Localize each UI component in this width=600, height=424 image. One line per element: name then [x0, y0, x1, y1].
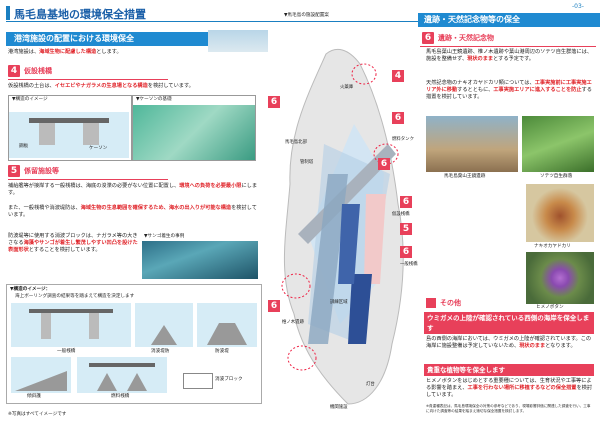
map-label: 馬毛島北部	[285, 140, 307, 145]
section-4-text: 仮設桟橋の土台は、イセエビやナガラメの生息場となる構造を検討しています。	[8, 83, 194, 89]
section-5-para1: 補給艦等が接岸する一般桟橋は、海底の浚渫の必要がない位置に配置し、環境への負荷を…	[8, 183, 258, 196]
section-4-number: 4	[8, 65, 20, 77]
other-title: その他	[440, 299, 461, 307]
section-5-para3: 防波堤等に使用する消波ブロックは、ナガラメ等の大きさなる海藻やサンゴが着生し繁茂…	[8, 233, 138, 253]
coral-photo	[142, 241, 258, 279]
map-label: 仮設桟橋	[392, 212, 410, 217]
map-marker-4: 4	[392, 70, 404, 82]
breakwater-pier-image	[135, 303, 193, 347]
map-label: 火薬庫	[340, 85, 354, 90]
plant-banner: 貴重な植物等を保全します	[424, 364, 594, 376]
map-label: 灯台	[366, 382, 375, 387]
section-4-rule	[8, 79, 168, 80]
map-marker-6-e: 6	[400, 246, 412, 258]
structure-image-1: ▼構造のイメージ 鋼板 ケーソン	[8, 95, 132, 161]
right-banner: 遺跡・天然記念物等の保全	[418, 13, 600, 27]
section-6-title: 遺跡・天然記念物	[438, 34, 494, 42]
wave-block-legend-icon	[183, 373, 213, 389]
title-rule	[6, 21, 594, 22]
harbor-photo	[208, 30, 268, 52]
section-6-number: 6	[422, 32, 434, 44]
island-map	[268, 24, 418, 420]
map-marker-6-c: 6	[378, 158, 390, 170]
slope-image	[11, 357, 71, 393]
other-bullet	[426, 298, 436, 308]
other-section: その他	[426, 296, 486, 310]
melastoma-photo	[526, 252, 594, 304]
ruins-caption: 馬毛島葉山王鏡遺跡	[444, 174, 486, 179]
map-label: 管制塔	[300, 160, 314, 165]
section-6-para2: 天然記念物のナキオカヤドカリ類については、工事実施前に工事実施エリア外に移動する…	[426, 80, 592, 100]
cycad-photo	[522, 116, 594, 172]
structure-panel: ▼構造のイメージ： 海上ボーリング調査の結果等を踏まえて構造を決定します 一般桟…	[6, 284, 262, 404]
section-5-number: 5	[8, 165, 20, 177]
page-number: -03-	[572, 3, 584, 10]
map-label: 一般桟橋	[400, 262, 418, 267]
left-intro: 港湾施設は、海域生物に配慮した構造とします。	[8, 49, 122, 55]
photo-note: ※写真はすべてイメージです	[8, 412, 67, 417]
map-title: ▼馬毛島の施設配置案	[284, 13, 329, 18]
left-banner: 港湾施設の配置における環境保全	[6, 32, 210, 46]
cycad-caption: ソテツ自生群落	[540, 174, 573, 179]
section-5-title: 係留施設等	[24, 167, 59, 175]
map-marker-6-d: 6	[400, 196, 412, 208]
right-footnote: ※貴重種表記は、馬毛島環境保全の対策の参考などであり、現場影響評価に関連した調査…	[426, 404, 591, 413]
map-label: 椎ノ木遺跡	[282, 320, 304, 325]
hermit-crab-caption: ナキオカヤドカリ	[534, 244, 571, 249]
turtle-banner: ウミガメの上陸が確認されている西側の海岸を保全します	[424, 312, 594, 334]
island-map-svg	[281, 48, 404, 405]
section-6-para1: 馬毛島葉山王鏡遺跡、椎ノ木遺跡や葉山港周辺のソテツ自生群落には、施設を整備せず、…	[426, 49, 593, 62]
map-marker-6-f: 6	[268, 300, 280, 312]
hermit-crab-photo	[526, 184, 594, 242]
map-marker-6-b: 6	[268, 96, 280, 108]
map-label: 燃料タンク	[392, 137, 414, 142]
section-4-title: 仮設桟橋	[24, 67, 52, 75]
title-accent	[6, 6, 10, 20]
turtle-text: 島の西側の海岸においては、ウミガメの上陸が確認されています。この海岸に施設整備は…	[426, 336, 592, 349]
section-5-rule	[8, 179, 168, 180]
fuel-pier-image	[77, 357, 167, 393]
plant-text: ヒメノボタンをはじめとする重要種については、生育状況や工事等による影響を踏まえ、…	[426, 378, 593, 398]
map-marker-6-a: 6	[392, 112, 404, 124]
section-5-para2: また、一般桟橋や消波堤防は、海域生物の生息範囲を確保するため、海水の出入りが可能…	[8, 205, 257, 218]
map-marker-5: 5	[400, 223, 412, 235]
map-label: 機関施設	[330, 405, 348, 410]
section-6-rule	[420, 46, 596, 47]
structure-image-2: ▼ケーソンの基礎	[132, 95, 256, 161]
coral-label: ▼サンゴ着生の事例	[144, 234, 185, 239]
melastoma-caption: ヒメノボタン	[536, 305, 564, 310]
page-title: 馬毛島基地の環境保全措置	[14, 8, 146, 21]
general-pier-image	[11, 303, 131, 347]
breakwater-image	[197, 303, 257, 347]
ruins-photo	[426, 116, 518, 172]
map-label: 訓練区域	[330, 300, 348, 305]
